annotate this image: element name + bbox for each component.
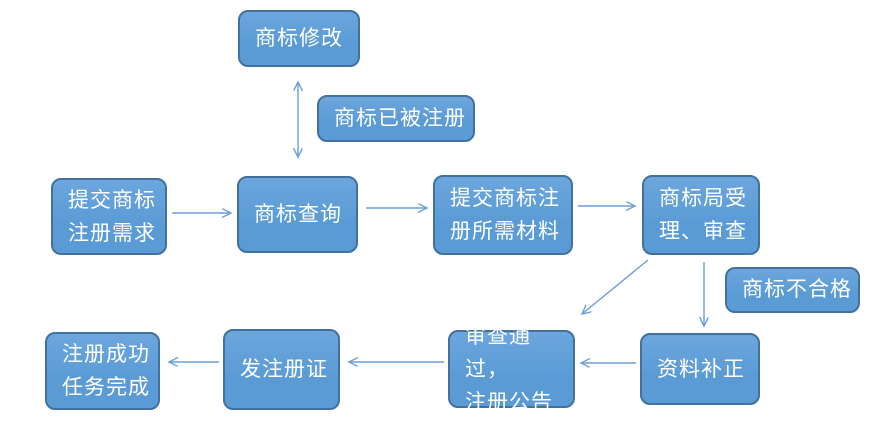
node-success: 注册成功 任务完成 (45, 332, 160, 410)
node-issue-cert-label: 发注册证 (240, 358, 328, 381)
node-issue-cert: 发注册证 (223, 329, 340, 410)
node-submit-request-label: 提交商标 注册需求 (68, 188, 156, 245)
node-office-review: 商标局受 理、审查 (642, 175, 760, 255)
node-office-review-label: 商标局受 理、审查 (659, 187, 747, 243)
node-unqualified-note-label: 商标不合格 (742, 278, 852, 302)
arrow-office-to-passed (582, 259, 649, 314)
node-registered-note: 商标已被注册 (317, 95, 475, 142)
node-submit-materials: 提交商标注 册所需材料 (433, 175, 573, 255)
node-search: 商标查询 (237, 176, 358, 253)
node-correction: 资料补正 (640, 333, 760, 405)
node-review-passed: 审查通过， 注册公告 (448, 325, 575, 414)
node-unqualified-note: 商标不合格 (725, 267, 860, 313)
node-correction-label: 资料补正 (657, 357, 745, 381)
node-modify-label: 商标修改 (255, 27, 343, 50)
node-submit-materials-label: 提交商标注 册所需材料 (450, 187, 560, 243)
node-submit-request: 提交商标 注册需求 (51, 178, 167, 255)
node-search-label: 商标查询 (254, 203, 342, 226)
node-review-passed-label: 审查通过， 注册公告 (465, 324, 553, 414)
node-success-label: 注册成功 任务完成 (62, 343, 150, 399)
node-modify: 商标修改 (238, 10, 360, 67)
node-registered-note-label: 商标已被注册 (334, 106, 466, 130)
